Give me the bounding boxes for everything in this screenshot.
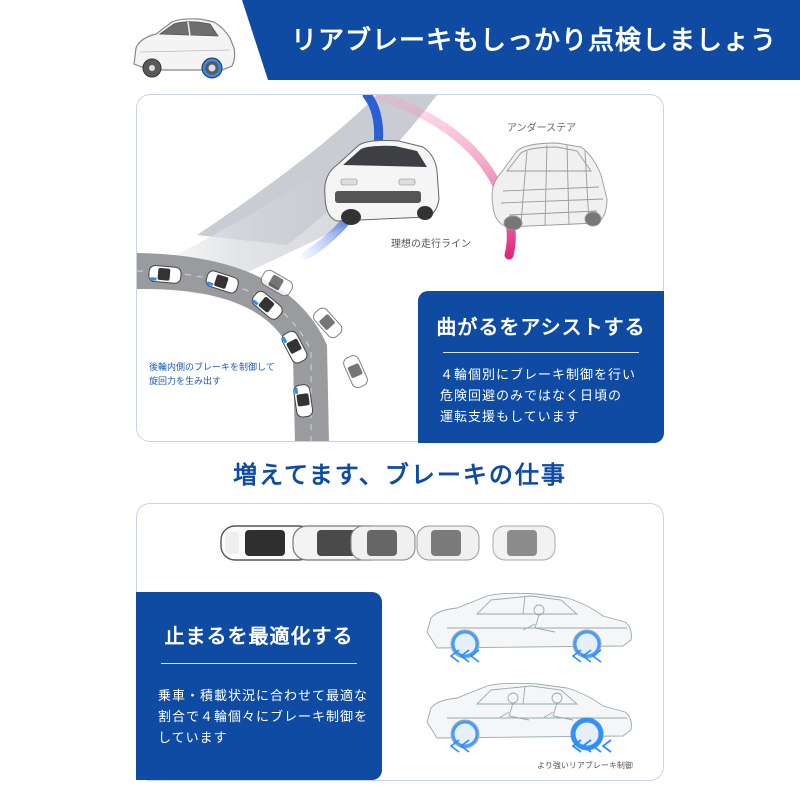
assist-divider	[443, 352, 639, 353]
curved-track	[137, 253, 329, 441]
ideal-line-label: 理想の走行ライン	[391, 239, 471, 250]
header-band: リアブレーキもしっかり点検しましょう	[242, 0, 800, 80]
car-top-icon	[220, 525, 556, 561]
section-title: 増えてます、ブレーキの仕事	[233, 461, 567, 489]
page-title: リアブレーキもしっかり点検しましょう	[290, 26, 777, 56]
header: リアブレーキもしっかり点検しましょう	[0, 0, 800, 80]
stopping-description: 乗車・積載状況に合わせて最適な 割合で４輪個々にブレーキ制御を しています	[158, 689, 369, 746]
stopping-divider	[161, 663, 357, 664]
assist-heading: 曲がるをアシストする	[436, 315, 646, 339]
stopping-illustration	[220, 525, 632, 753]
car-front-icon	[324, 140, 440, 225]
rear-brake-note: 後輪内側のブレーキを制御して 旋回力を生み出す	[149, 363, 275, 387]
car-wireframe-icon	[426, 592, 632, 659]
assist-description: ４輪個別にブレーキ制御を行い 危険回避のみではなく日頃の 運転支援もしています	[440, 368, 637, 425]
stopping-heading: 止まるを最適化する	[164, 624, 354, 648]
cornering-illustration	[137, 95, 608, 441]
understeer-label: アンダーステア	[507, 123, 577, 134]
stopping-info-box: 止まるを最適化する 乗車・積載状況に合わせて最適な 割合で４輪個々にブレーキ制御…	[136, 592, 382, 780]
car-wireframe-icon	[491, 142, 608, 231]
assist-info-box: 曲がるをアシストする ４輪個別にブレーキ制御を行い 危険回避のみではなく日頃の …	[418, 291, 664, 443]
car-side-icon	[133, 18, 236, 79]
wheel-glow-icon	[449, 717, 612, 753]
understeer-line	[372, 95, 516, 260]
stronger-rear-brake-label: より強いリアブレーキ制御	[537, 761, 633, 770]
car-top-icon	[148, 265, 368, 418]
wheel-glow-icon	[449, 630, 602, 663]
